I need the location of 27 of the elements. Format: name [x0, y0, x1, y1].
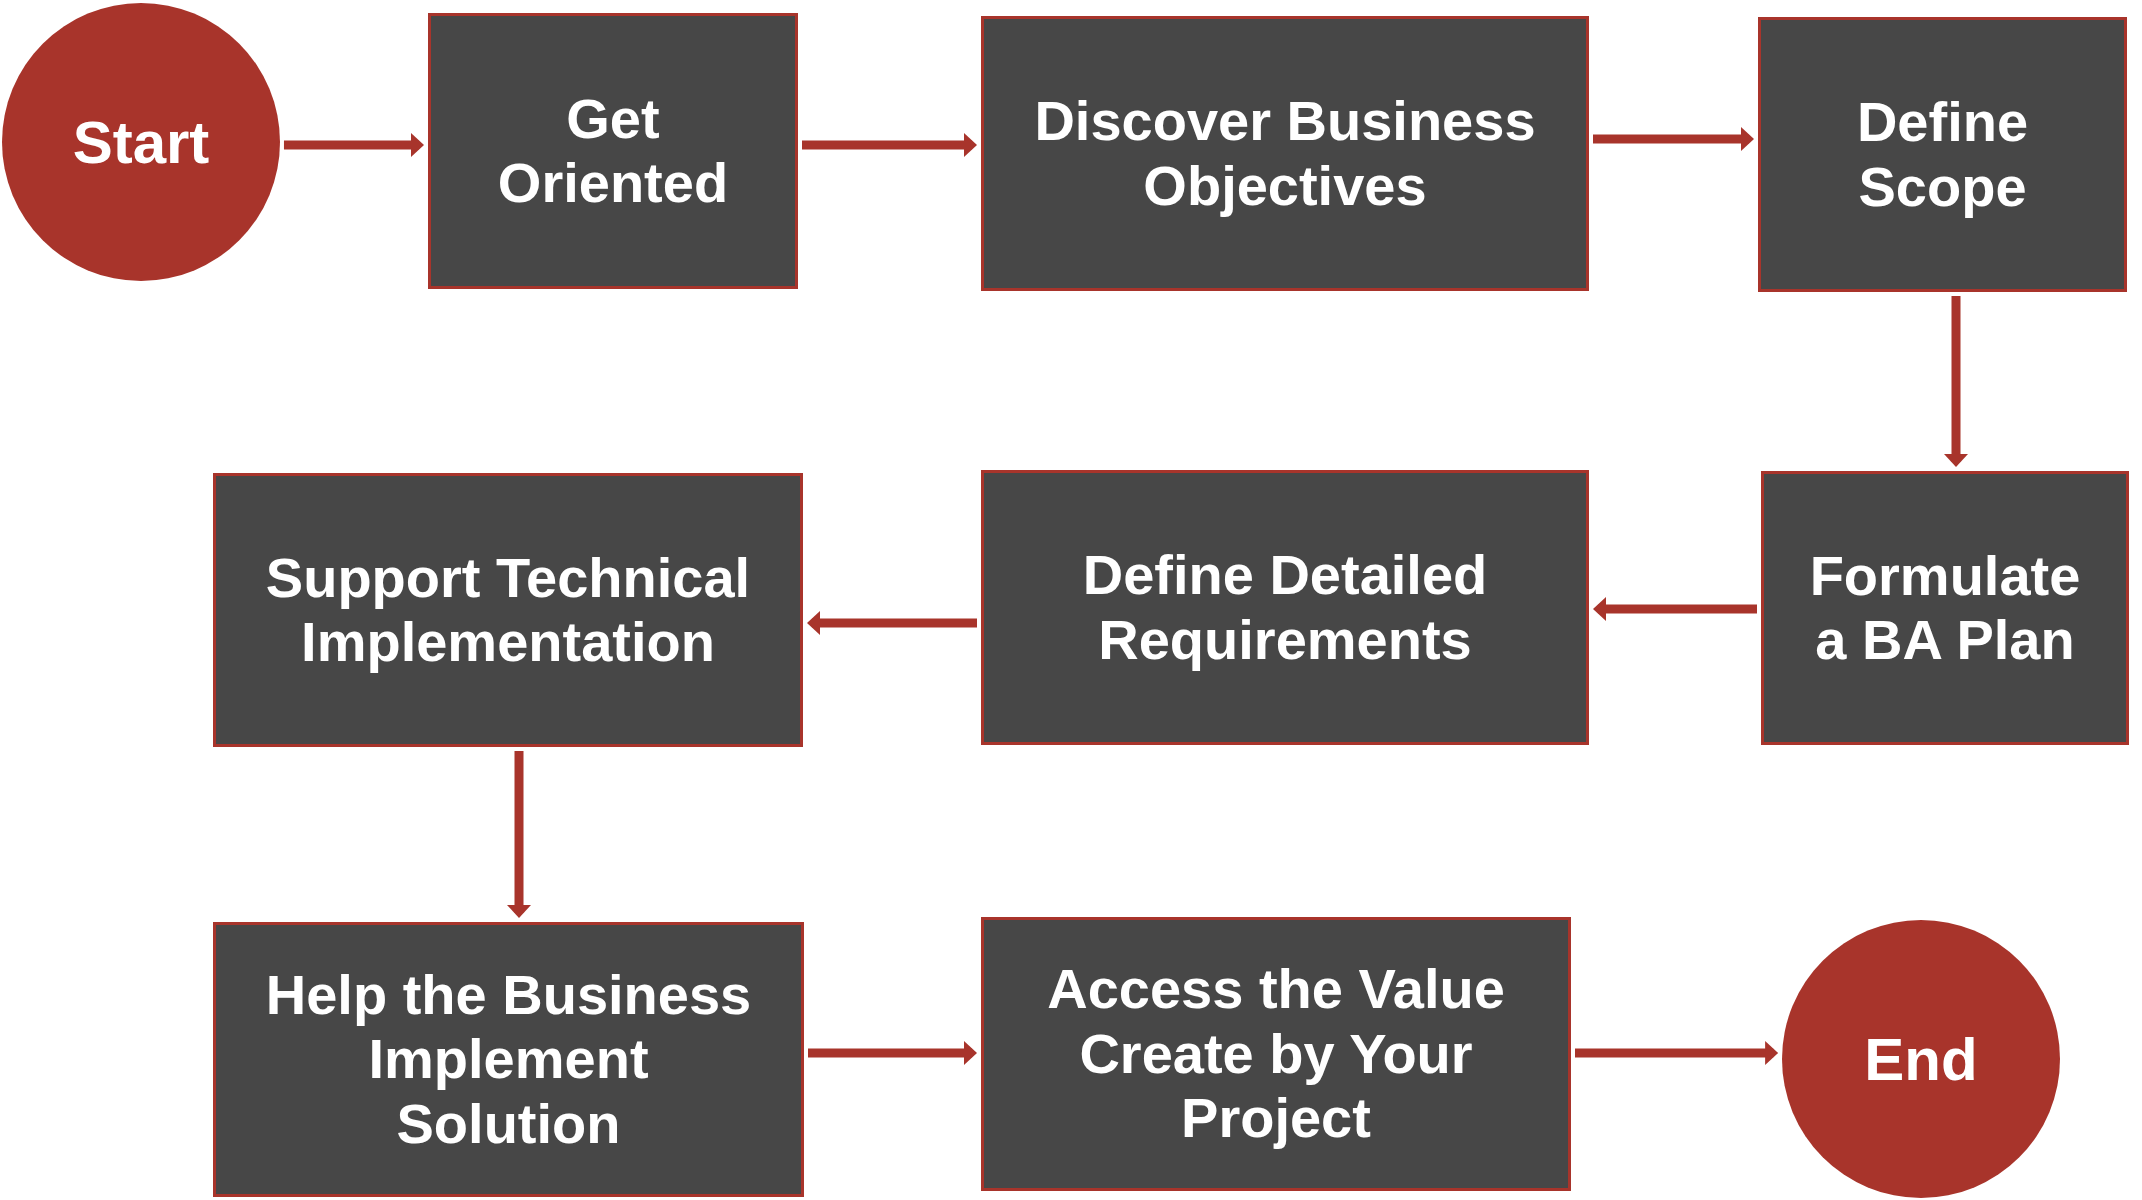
arrow [802, 133, 977, 157]
process-box [213, 922, 804, 1197]
arrow [507, 751, 531, 918]
arrow [1593, 597, 1757, 621]
process-box [1758, 17, 2127, 292]
process-box [213, 473, 803, 747]
arrow [1944, 296, 1968, 467]
arrow [1575, 1041, 1779, 1065]
node-label: Get Oriented [496, 86, 730, 216]
arrow [808, 1041, 977, 1065]
arrow [283, 133, 424, 157]
process-box [1761, 471, 2129, 745]
node-label: Support Technical Implementation [264, 545, 752, 675]
arrow [807, 611, 977, 635]
node-label: Define Scope [1855, 90, 2030, 219]
process-box [428, 13, 798, 289]
node-label: Formulate a BA Plan [1808, 543, 2082, 673]
node-label: Define Detailed Requirements [1081, 543, 1489, 672]
process-box [981, 917, 1571, 1191]
node-label: Help the Business Implement Solution [264, 962, 753, 1157]
process-box [981, 470, 1589, 745]
node-label: Start [72, 107, 210, 177]
node-label: Discover Business Objectives [1033, 89, 1537, 218]
arrow [1593, 127, 1754, 151]
node-label: Access the Value Create by Your Project [1046, 957, 1506, 1151]
process-box [981, 16, 1589, 291]
node-label: End [1864, 1024, 1978, 1094]
